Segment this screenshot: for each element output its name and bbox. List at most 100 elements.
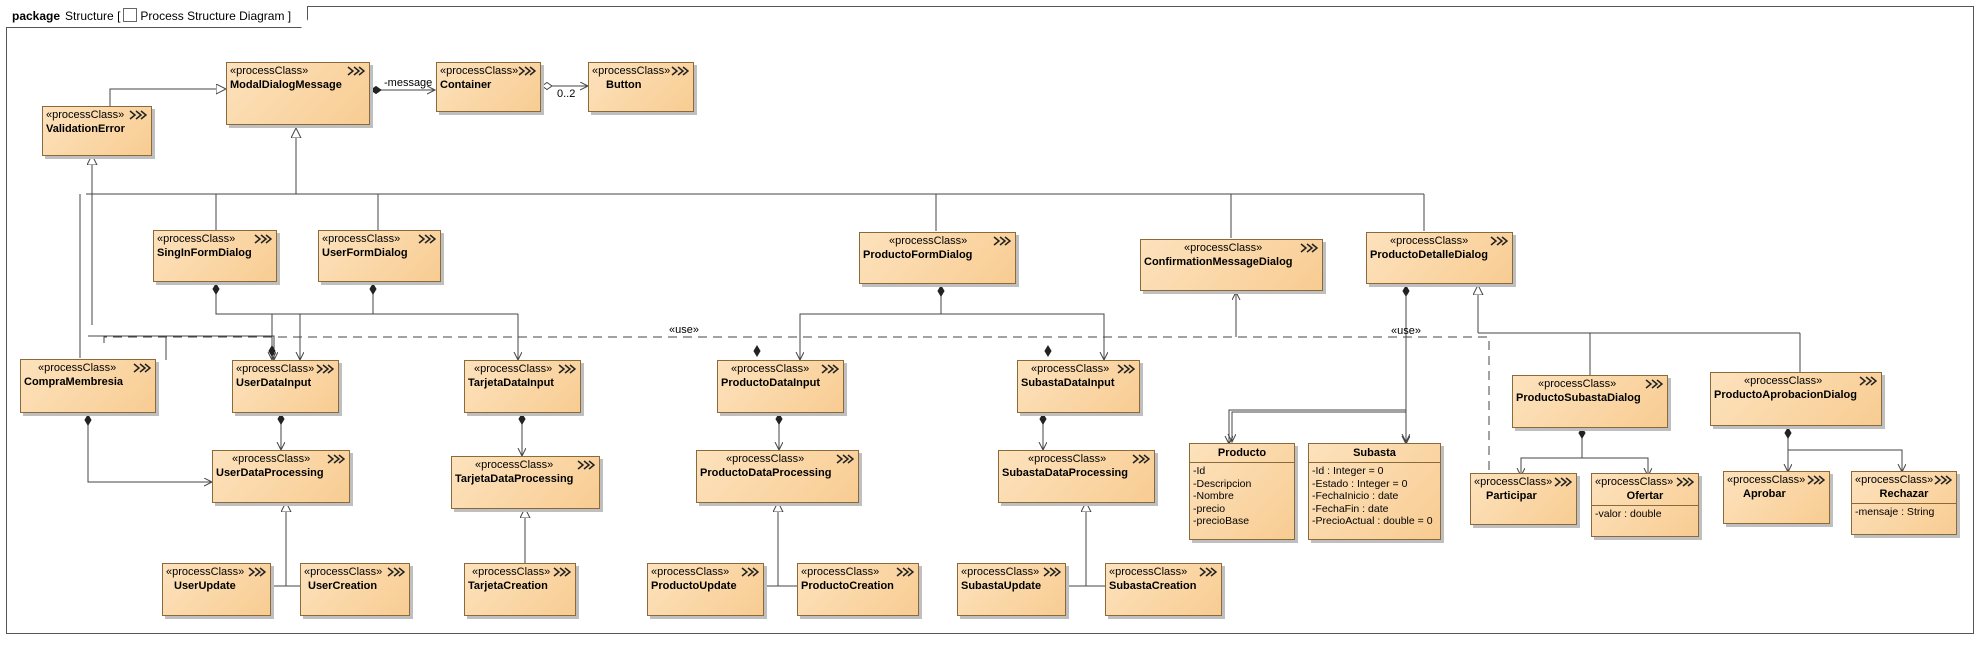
stereotype: «processClass» xyxy=(726,453,805,465)
class-modal-dialog-message[interactable]: «processClass»ModalDialogMessage xyxy=(226,62,370,125)
stereotype: «processClass» xyxy=(1390,235,1469,247)
class-compra-membresia[interactable]: «processClass»CompraMembresia xyxy=(20,359,156,413)
class-singin-form-dialog[interactable]: «processClass»SingInFormDialog xyxy=(153,230,277,282)
process-class-icon xyxy=(577,460,595,470)
class-producto-creation[interactable]: «processClass» ProductoCreation xyxy=(797,563,919,616)
package-name: Structure xyxy=(65,9,114,23)
class-tarjeta-creation[interactable]: «processClass»TarjetaCreation xyxy=(464,563,576,616)
stereotype: «processClass» xyxy=(1855,474,1934,486)
stereotype: «processClass» xyxy=(232,453,311,465)
attribute-list: -Id -Descripcion -Nombre -precio -precio… xyxy=(1190,462,1294,530)
process-class-icon xyxy=(327,454,345,464)
class-subasta-update[interactable]: «processClass»SubastaUpdate xyxy=(957,563,1066,616)
stereotype: «processClass» xyxy=(304,566,383,578)
class-participar[interactable]: «processClass» Participar xyxy=(1470,473,1577,525)
class-name: ConfirmationMessageDialog xyxy=(1144,256,1293,268)
class-subasta-creation[interactable]: «processClass» SubastaCreation xyxy=(1105,563,1222,616)
class-name: ProductoAprobacionDialog xyxy=(1714,389,1857,401)
class-user-update[interactable]: «processClass»UserUpdate xyxy=(162,563,271,616)
class-tarjeta-data-processing[interactable]: «processClass»TarjetaDataProcessing xyxy=(451,456,600,509)
attribute: -Descripcion xyxy=(1193,477,1252,490)
process-class-icon xyxy=(1645,379,1663,389)
process-class-icon xyxy=(1132,454,1150,464)
class-producto-data-processing[interactable]: «processClass»ProductoDataProcessing xyxy=(696,450,859,503)
package-keyword: package xyxy=(12,9,61,23)
bracket-open: [ xyxy=(117,9,121,23)
process-class-icon xyxy=(553,567,571,577)
process-class-icon xyxy=(1807,475,1825,485)
class-producto-detalle-dialog[interactable]: «processClass» ProductoDetalleDialog xyxy=(1366,232,1513,284)
class-subasta-data-processing[interactable]: «processClass»SubastaDataProcessing xyxy=(998,450,1155,503)
class-ofertar[interactable]: «processClass» Ofertar -valor : double xyxy=(1591,473,1699,537)
class-name: UserCreation xyxy=(308,580,378,592)
attribute: -precioBase xyxy=(1193,515,1250,527)
stereotype: «processClass» xyxy=(1538,378,1617,390)
class-name: ProductoSubastaDialog xyxy=(1516,392,1641,404)
stereotype: «processClass» xyxy=(1028,453,1107,465)
class-producto-update[interactable]: «processClass»ProductoUpdate xyxy=(647,563,764,616)
stereotype: «processClass» xyxy=(801,566,880,578)
class-producto[interactable]: Producto -Id -Descripcion -Nombre -preci… xyxy=(1189,443,1295,540)
stereotype: «processClass» xyxy=(1744,375,1823,387)
class-name: Subasta xyxy=(1353,447,1396,459)
stereotype: «processClass» xyxy=(475,459,554,471)
class-name: Rechazar xyxy=(1879,488,1929,500)
class-rechazar[interactable]: «processClass» Rechazar -mensaje : String xyxy=(1851,471,1957,535)
process-class-icon xyxy=(558,364,576,374)
stereotype: «processClass» xyxy=(1595,476,1674,488)
class-name: SubastaCreation xyxy=(1109,580,1197,592)
stereotype: «processClass» xyxy=(961,566,1040,578)
diagram-icon xyxy=(123,8,137,22)
class-subasta-data-input[interactable]: «processClass»SubastaDataInput xyxy=(1017,360,1140,413)
class-producto-aprobacion-dialog[interactable]: «processClass» ProductoAprobacionDialog xyxy=(1710,372,1882,426)
class-user-form-dialog[interactable]: «processClass»UserFormDialog xyxy=(318,230,441,282)
process-class-icon xyxy=(836,454,854,464)
process-class-icon xyxy=(1554,477,1572,487)
class-producto-form-dialog[interactable]: «processClass»ProductoFormDialog xyxy=(859,232,1016,284)
class-name: Button xyxy=(606,79,642,91)
class-producto-subasta-dialog[interactable]: «processClass» ProductoSubastaDialog xyxy=(1512,375,1668,428)
stereotype: «processClass» xyxy=(236,363,315,375)
class-name: ProductoCreation xyxy=(801,580,894,592)
class-aprobar[interactable]: «processClass»Aprobar xyxy=(1723,471,1830,524)
stereotype: «processClass» xyxy=(1474,476,1553,488)
class-user-data-processing[interactable]: «processClass» UserDataProcessing xyxy=(212,450,350,503)
attribute: -mensaje : String xyxy=(1855,506,1935,518)
process-class-icon xyxy=(1117,364,1135,374)
bracket-close: ] xyxy=(287,9,292,23)
class-name: Participar xyxy=(1486,490,1537,502)
class-name: UserDataProcessing xyxy=(216,467,324,479)
class-container[interactable]: «processClass»Container xyxy=(436,62,541,112)
class-producto-data-input[interactable]: «processClass»ProductoDataInput xyxy=(717,360,844,413)
stereotype: «processClass» xyxy=(166,566,245,578)
process-class-icon xyxy=(993,236,1011,246)
class-validation-error[interactable]: «processClass»ValidationError xyxy=(42,106,152,156)
class-name: Ofertar xyxy=(1626,490,1664,502)
attribute-list: -Id : Integer = 0 -Estado : Integer = 0 … xyxy=(1309,462,1440,530)
class-user-data-input[interactable]: «processClass»UserDataInput xyxy=(232,360,339,413)
stereotype: «processClass» xyxy=(157,233,236,245)
process-class-icon xyxy=(671,66,689,76)
class-subasta[interactable]: Subasta -Id : Integer = 0 -Estado : Inte… xyxy=(1308,443,1441,540)
process-class-icon xyxy=(248,567,266,577)
class-tarjeta-data-input[interactable]: «processClass»TarjetaDataInput xyxy=(464,360,581,413)
class-name: TarjetaDataInput xyxy=(468,377,554,389)
class-name: ProductoUpdate xyxy=(651,580,737,592)
use-dependency-label: «use» xyxy=(1391,325,1421,337)
class-name: ProductoDetalleDialog xyxy=(1370,249,1488,261)
class-button[interactable]: «processClass»Button xyxy=(588,62,694,112)
class-confirmation-message-dialog[interactable]: «processClass»ConfirmationMessageDialog xyxy=(1140,239,1323,291)
process-class-icon xyxy=(129,110,147,120)
stereotype: «processClass» xyxy=(1727,474,1806,486)
process-class-icon xyxy=(1676,477,1694,487)
attribute-list: -valor : double xyxy=(1592,505,1698,523)
process-class-icon xyxy=(133,363,151,373)
process-class-icon xyxy=(387,567,405,577)
class-user-creation[interactable]: «processClass» UserCreation xyxy=(300,563,410,616)
stereotype: «processClass» xyxy=(1109,566,1188,578)
use-dependency-label: «use» xyxy=(669,324,699,336)
process-class-icon xyxy=(1043,567,1061,577)
attribute-list: -mensaje : String xyxy=(1852,503,1956,521)
attribute: -valor : double xyxy=(1595,508,1662,520)
